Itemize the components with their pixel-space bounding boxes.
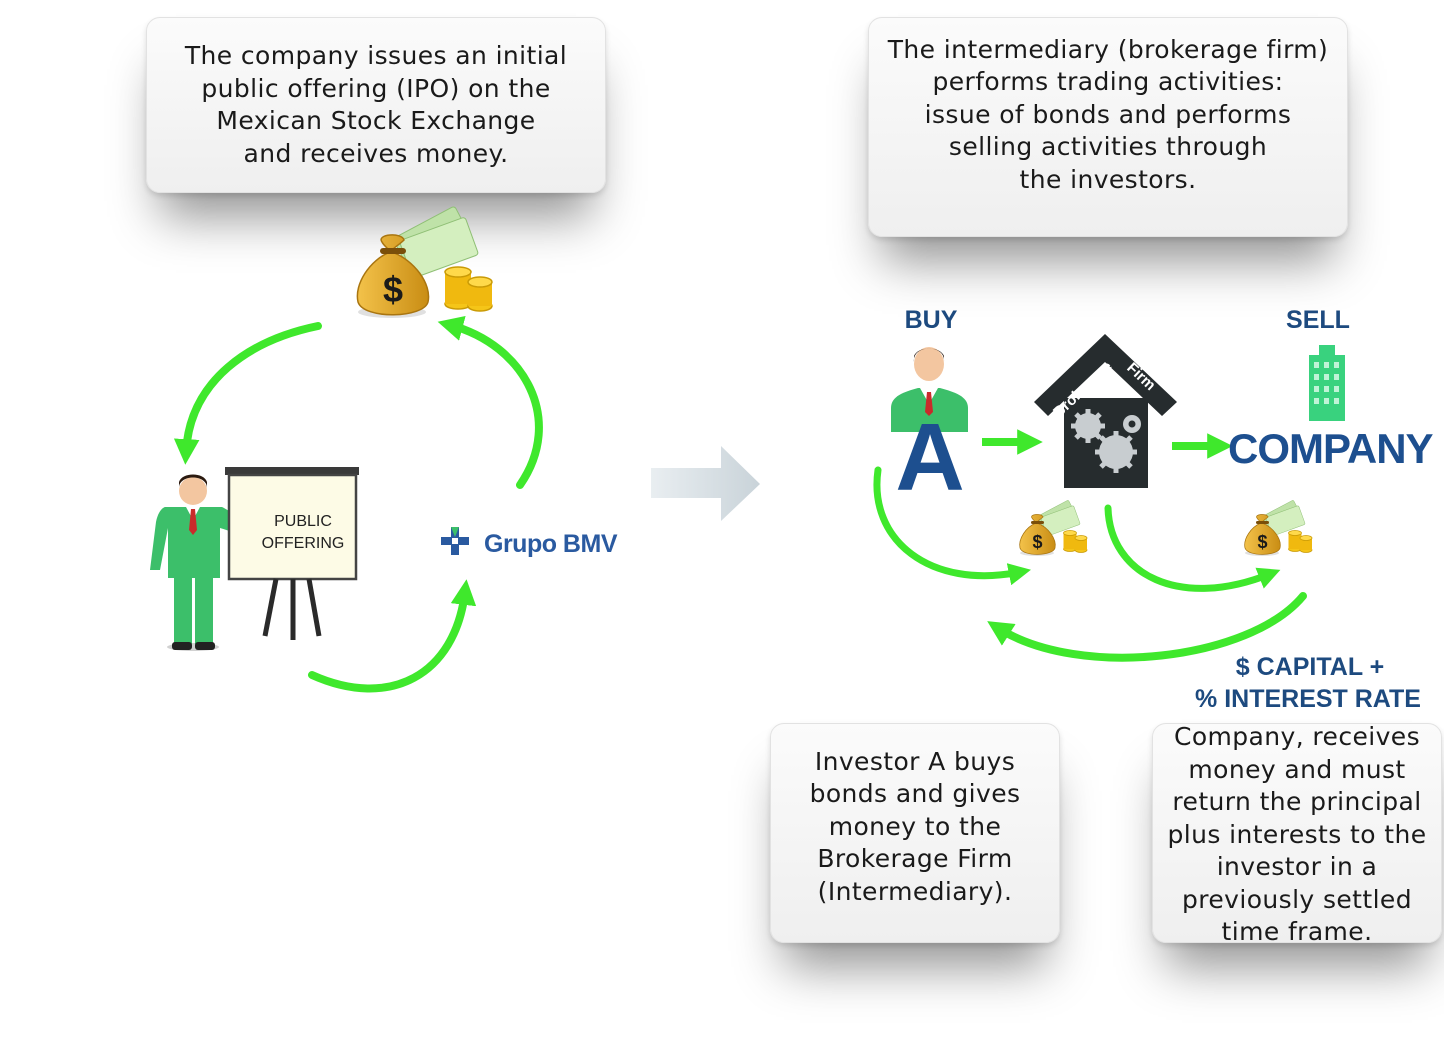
sell-label: SELL [1286,306,1350,334]
transition-arrow [651,446,760,521]
money-bag-icon-ipo [356,205,493,319]
cycle-arrow-top-left [173,322,322,465]
cycle-arrow-bottom [308,579,477,693]
arrow-return-to-investor [987,592,1307,662]
arrow-broker-to-money [1104,504,1281,592]
investor-description-text: Investor A buys bonds and gives money to… [809,746,1021,906]
money-bag-icon-investor [1019,499,1088,557]
intermediary-description-text: The intermediary (brokerage firm) perfor… [887,34,1329,194]
investor-description-card: Investor A buys bonds and gives money to… [770,723,1060,943]
interest-rate-label: % INTEREST RATE [1195,685,1421,713]
company-description-text: Company, receives money and must return … [1167,722,1427,946]
ipo-description-card: The company issues an initial public off… [146,17,606,193]
money-bag-icon-company [1244,499,1313,557]
grupo-bmv-text: Grupo BMV [484,530,618,558]
brokerage-house-icon: Brokerage Firm [1034,334,1177,488]
office-building-icon [1309,345,1345,421]
cycle-arrow-right [437,315,543,489]
board-text-line2: OFFERING [262,535,345,552]
ipo-description-text: The company issues an initial public off… [184,41,568,168]
arrow-investor-to-money [873,466,1031,586]
grupo-bmv-logo: Grupo BMV [441,527,618,558]
capital-label: $ CAPITAL + [1236,653,1384,681]
public-offering-board-icon: PUBLIC OFFERING [225,467,359,640]
company-description-card: Company, receives money and must return … [1152,722,1442,946]
buy-label: BUY [905,306,958,334]
board-text-line1: PUBLIC [274,513,332,530]
company-label: COMPANY [1228,425,1434,472]
investor-man-icon [891,347,968,432]
investor-a-letter: A [895,404,964,511]
intermediary-description-card: The intermediary (brokerage firm) perfor… [868,17,1348,237]
